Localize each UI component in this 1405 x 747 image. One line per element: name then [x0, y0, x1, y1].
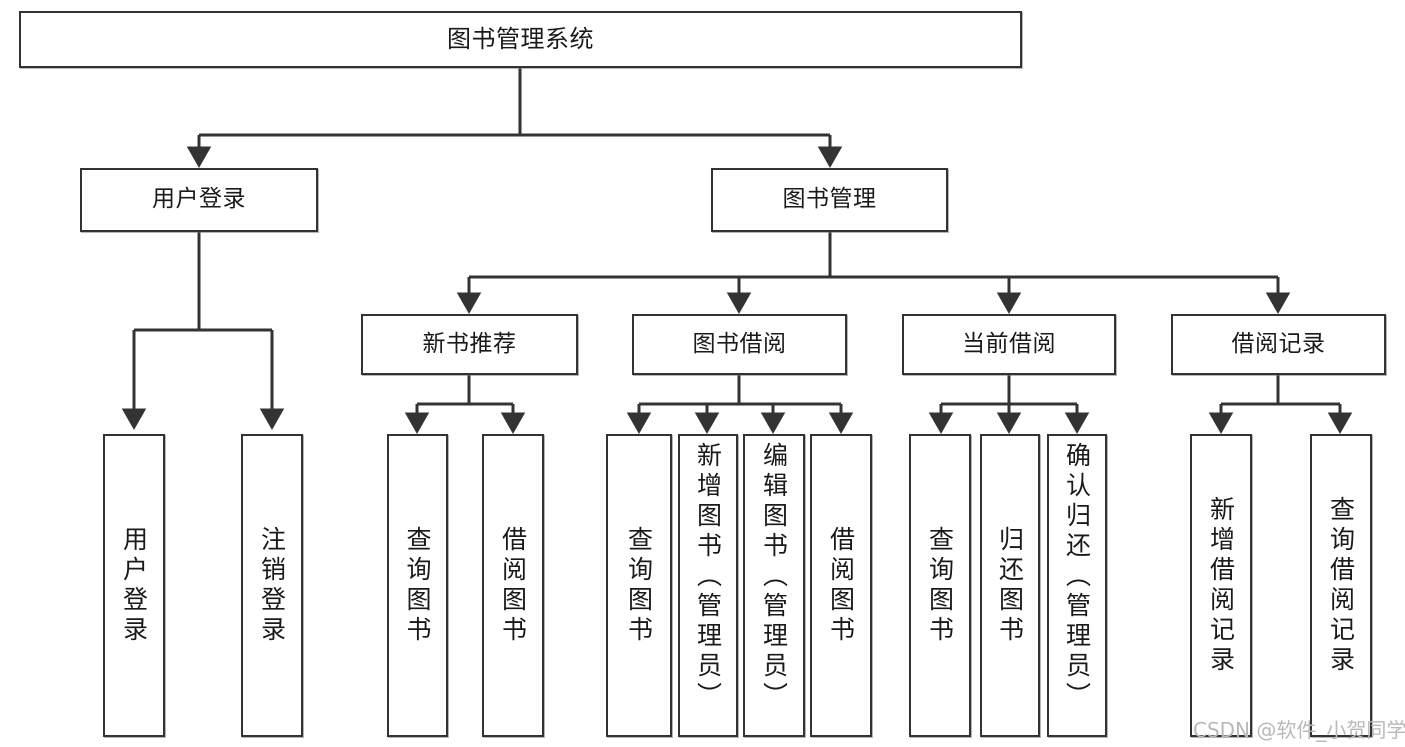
node-leaf-confirm-return-admin[interactable]: 确认归还（管理员）	[1047, 434, 1107, 737]
node-label: 新书推荐	[422, 330, 517, 357]
node-label: 用户登录	[119, 525, 149, 646]
node-book-management[interactable]: 图书管理	[711, 168, 948, 232]
node-label: 编辑图书（管理员）	[759, 442, 789, 712]
node-leaf-borrow-book[interactable]: 借阅图书	[810, 434, 872, 737]
node-label: 确认归还（管理员）	[1062, 442, 1092, 712]
edge-root-to-level2	[186, 68, 843, 168]
node-label: 用户登录	[152, 186, 246, 213]
node-label: 注销登录	[257, 525, 287, 646]
node-leaf-user-login[interactable]: 用户登录	[103, 434, 165, 737]
edge-newbookrec-to-leaves	[404, 375, 526, 434]
node-label: 归还图书	[995, 525, 1025, 646]
node-leaf-add-borrow-record[interactable]: 新增借阅记录	[1190, 434, 1252, 737]
node-label: 新增借阅记录	[1206, 495, 1236, 676]
node-leaf-cur-query-book[interactable]: 查询图书	[909, 434, 971, 737]
edge-userlogin-to-leaves	[121, 232, 285, 430]
node-label: 当前借阅	[962, 330, 1056, 357]
node-label: 借阅记录	[1231, 330, 1326, 357]
node-leaf-edit-book-admin[interactable]: 编辑图书（管理员）	[743, 434, 805, 737]
node-leaf-add-book-admin[interactable]: 新增图书（管理员）	[678, 434, 738, 737]
edge-bookborrow-to-leaves	[626, 375, 854, 434]
node-label: 查询图书	[624, 525, 654, 646]
node-leaf-logout[interactable]: 注销登录	[241, 434, 303, 737]
node-leaf-rec-query-book[interactable]: 查询图书	[387, 434, 448, 737]
node-new-book-recommendation[interactable]: 新书推荐	[361, 314, 578, 375]
node-leaf-rec-borrow-book[interactable]: 借阅图书	[482, 434, 544, 737]
node-borrow-record[interactable]: 借阅记录	[1171, 314, 1386, 375]
node-label: 查询借阅记录	[1326, 495, 1356, 676]
edge-borrowrecord-to-leaves	[1208, 375, 1353, 434]
node-label: 新增图书（管理员）	[693, 442, 723, 712]
edge-currentborrow-to-leaves	[928, 375, 1090, 434]
node-user-login[interactable]: 用户登录	[80, 168, 318, 232]
node-label: 查询图书	[403, 525, 432, 646]
node-label: 图书管理系统	[447, 25, 594, 54]
node-leaf-return-book[interactable]: 归还图书	[980, 434, 1040, 737]
node-label: 图书管理	[782, 186, 877, 213]
node-leaf-borrow-query-book[interactable]: 查询图书	[606, 434, 672, 737]
node-root-library-system[interactable]: 图书管理系统	[19, 11, 1022, 68]
csdn-watermark: CSDN @软件_小贺同学	[1193, 718, 1405, 742]
node-label: 查询图书	[925, 525, 955, 646]
edge-bookmgmt-to-level3	[456, 232, 1291, 314]
node-label: 借阅图书	[498, 525, 528, 646]
node-leaf-query-borrow-record[interactable]: 查询借阅记录	[1310, 434, 1372, 737]
node-current-borrowing[interactable]: 当前借阅	[902, 314, 1116, 375]
node-label: 借阅图书	[826, 525, 856, 646]
node-book-borrowing[interactable]: 图书借阅	[632, 314, 847, 375]
node-label: 图书借阅	[692, 330, 787, 357]
